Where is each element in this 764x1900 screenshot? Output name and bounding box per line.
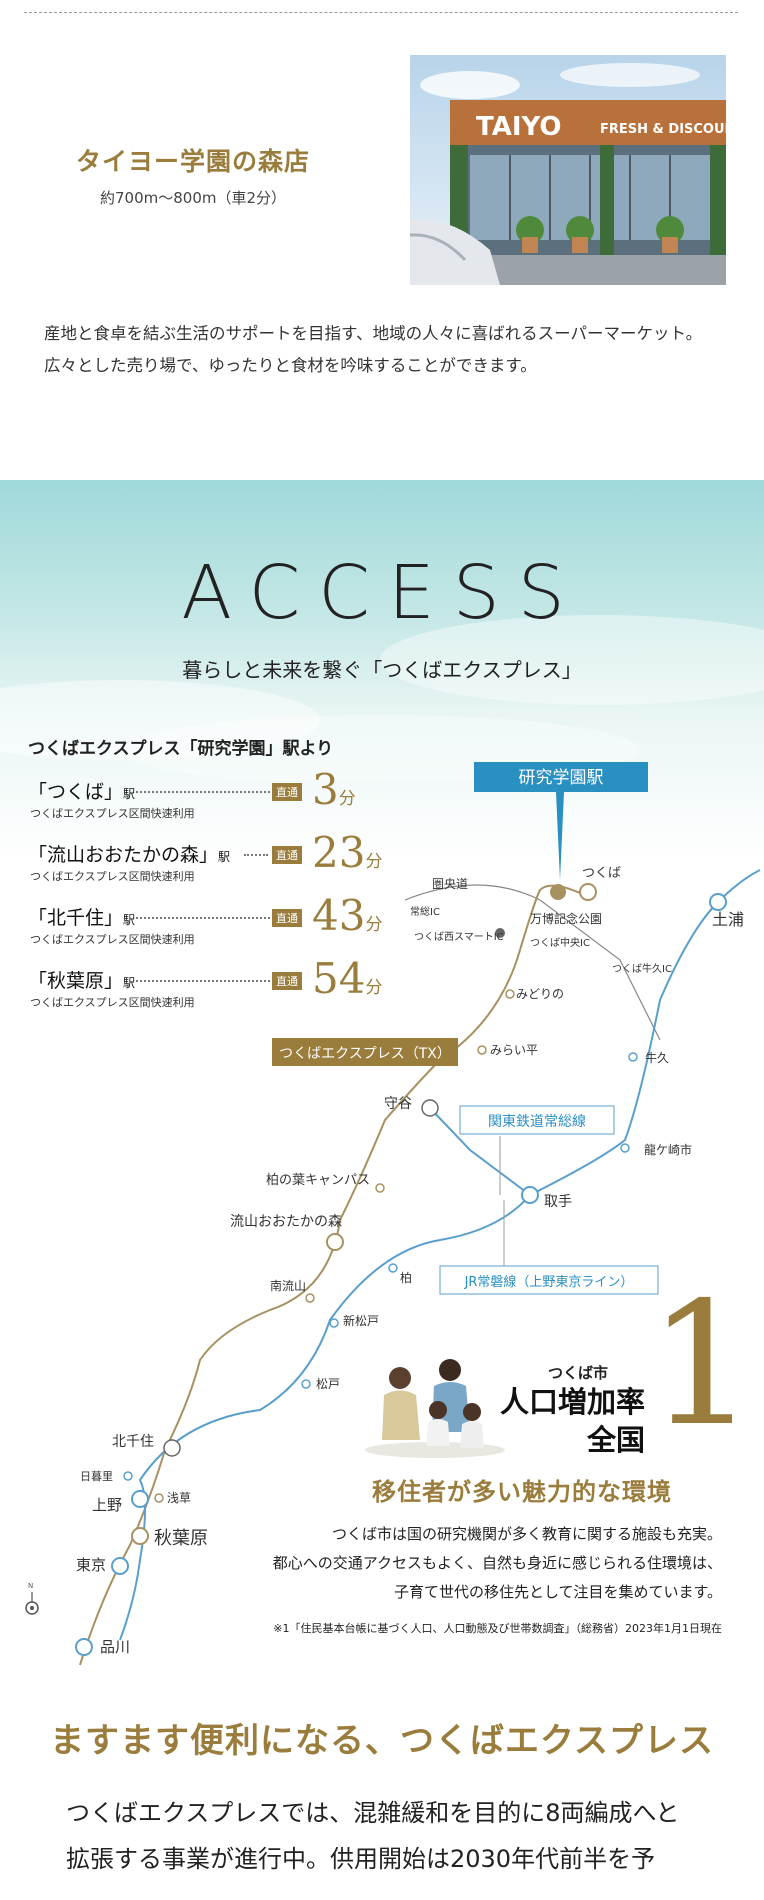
cloud-decoration bbox=[0, 615, 764, 780]
route-station: 「流山おおたかの森」 bbox=[28, 844, 219, 866]
route-minutes: 23 bbox=[312, 828, 366, 877]
svg-text:土浦: 土浦 bbox=[712, 910, 744, 929]
svg-text:品川: 品川 bbox=[100, 1638, 130, 1656]
svg-text:万博記念公園: 万博記念公園 bbox=[530, 911, 602, 926]
svg-text:東京: 東京 bbox=[76, 1556, 106, 1574]
svg-text:つくば中央IC: つくば中央IC bbox=[530, 936, 590, 949]
svg-text:上野: 上野 bbox=[92, 1496, 122, 1514]
svg-text:常総IC: 常総IC bbox=[410, 905, 440, 918]
migration-description: つくば市は国の研究機関が多く教育に関する施設も充実。 都心への交通アクセスもよく… bbox=[272, 1525, 722, 1601]
tx-description: つくばエクスプレスでは、混雑緩和を目的に8両編成へと 拡張する事業が進行中。供用… bbox=[66, 1799, 680, 1873]
route-note: つくばエクスプレス区間快速利用 bbox=[30, 870, 195, 883]
svg-text:みどりの: みどりの bbox=[516, 987, 564, 1001]
svg-text:守谷: 守谷 bbox=[384, 1096, 412, 1112]
joban-line bbox=[429, 1107, 531, 1196]
access-subtitle: 暮らしと未来を繋ぐ「つくばエクスプレス」 bbox=[182, 658, 582, 682]
svg-text:圏央道: 圏央道 bbox=[432, 877, 468, 891]
svg-text:南流山: 南流山 bbox=[270, 1278, 306, 1293]
svg-text:みらい平: みらい平 bbox=[490, 1043, 538, 1057]
direct-badge: 直通 bbox=[272, 783, 302, 801]
svg-text:TAIYO: TAIYO bbox=[476, 112, 562, 142]
svg-text:松戸: 松戸 bbox=[316, 1377, 340, 1391]
svg-text:FRESH & DISCOUNT: FRESH & DISCOUNT bbox=[600, 122, 726, 137]
svg-text:取手: 取手 bbox=[544, 1194, 572, 1210]
family-illustration bbox=[365, 1359, 505, 1458]
svg-text:浅草: 浅草 bbox=[167, 1491, 191, 1505]
svg-text:つくばエクスプレス（TX）: つくばエクスプレス（TX） bbox=[279, 1046, 451, 1062]
route-row-akihabara: 「秋葉原」駅 つくばエクスプレス区間快速利用 直通 54分 bbox=[28, 954, 383, 1009]
route-station: 「つくば」 bbox=[28, 781, 124, 803]
route-minutes: 54 bbox=[312, 954, 366, 1003]
svg-text:北千住: 北千住 bbox=[112, 1434, 154, 1450]
leader-dots bbox=[244, 854, 268, 856]
svg-text:日暮里: 日暮里 bbox=[80, 1469, 113, 1483]
svg-text:流山おおたかの森: 流山おおたかの森 bbox=[230, 1214, 342, 1230]
route-row-kitasenju: 「北千住」駅 つくばエクスプレス区間快速利用 直通 43分 bbox=[28, 891, 383, 946]
expressway-line bbox=[404, 884, 661, 1041]
svg-text:つくば牛久IC: つくば牛久IC bbox=[612, 962, 672, 975]
jr-line bbox=[119, 869, 761, 1641]
population-city: つくば市 bbox=[548, 1364, 609, 1382]
current-station-box bbox=[474, 762, 648, 792]
population-footnote: ※1「住民基本台帳に基づく人口、人口動態及び世帯数調査」（総務省）2023年1月… bbox=[273, 1622, 722, 1635]
route-minutes: 3 bbox=[312, 765, 339, 814]
leader-dots bbox=[136, 917, 286, 919]
svg-text:柏の葉キャンパス: 柏の葉キャンパス bbox=[266, 1173, 370, 1188]
direct-badge: 直通 bbox=[272, 846, 302, 864]
route-note: つくばエクスプレス区間快速利用 bbox=[30, 933, 195, 946]
route-note: つくばエクスプレス区間快速利用 bbox=[30, 807, 195, 820]
store-name: タイヨー学園の森店 bbox=[76, 147, 311, 176]
current-station-pointer bbox=[556, 792, 564, 880]
tx-headline: ますます便利になる、つくばエクスプレス bbox=[50, 1721, 714, 1761]
migration-headline: 移住者が多い魅力的な環境 bbox=[372, 1478, 672, 1506]
access-title: ACCESS bbox=[181, 550, 583, 636]
route-station: 「北千住」 bbox=[28, 907, 124, 929]
station-markers bbox=[75, 883, 727, 1656]
svg-text:龍ケ崎市: 龍ケ崎市 bbox=[644, 1142, 692, 1157]
population-title: 人口増加率 全国 bbox=[499, 1385, 645, 1457]
route-row-nagareyama: 「流山おおたかの森」駅 つくばエクスプレス区間快速利用 直通 23分 bbox=[28, 828, 383, 883]
svg-text:新松戸: 新松戸 bbox=[343, 1313, 379, 1328]
access-from-label: つくばエクスプレス「研究学園」駅より bbox=[28, 739, 334, 759]
svg-text:柏: 柏 bbox=[400, 1270, 412, 1285]
svg-text:牛久: 牛久 bbox=[645, 1050, 669, 1065]
leader-dots bbox=[136, 980, 286, 982]
route-note: つくばエクスプレス区間快速利用 bbox=[30, 996, 195, 1009]
route-row-tsukuba: 「つくば」駅 つくばエクスプレス区間快速利用 直通 3分 bbox=[28, 765, 356, 820]
direct-badge: 直通 bbox=[272, 909, 302, 927]
svg-text:N: N bbox=[28, 1582, 33, 1590]
compass-icon: N bbox=[25, 1582, 39, 1615]
svg-text:JR常磐線（上野東京ライン）: JR常磐線（上野東京ライン） bbox=[464, 1274, 634, 1290]
svg-text:秋葉原: 秋葉原 bbox=[154, 1528, 208, 1549]
svg-text:関東鉄道常総線: 関東鉄道常総線 bbox=[488, 1114, 586, 1130]
leader-dots bbox=[136, 791, 286, 793]
population-rank: 1 bbox=[648, 1266, 757, 1464]
top-divider bbox=[24, 12, 738, 13]
jr-line-label: JR常磐線（上野東京ライン） bbox=[439, 1200, 659, 1295]
store-photo: TAIYO FRESH & DISCOUNT bbox=[410, 55, 726, 285]
route-minutes: 43 bbox=[312, 891, 366, 940]
route-station: 「秋葉原」 bbox=[28, 970, 124, 992]
store-distance: 約700m〜800m（車2分） bbox=[100, 189, 287, 207]
svg-text:つくば: つくば bbox=[582, 866, 621, 881]
svg-text:つくば西スマートIC: つくば西スマートIC bbox=[414, 931, 504, 943]
access-section: ACCESS 暮らしと未来を繋ぐ「つくばエクスプレス」 つくばエクスプレス「研究… bbox=[0, 480, 764, 1660]
joban-line-label: 関東鉄道常総線 bbox=[459, 1105, 615, 1195]
store-description: 産地と食卓を結ぶ生活のサポートを目指す、地域の人々に喜ばれるスーパーマーケット。… bbox=[44, 324, 703, 375]
direct-badge: 直通 bbox=[272, 972, 302, 990]
tx-line-label: つくばエクスプレス（TX） bbox=[272, 1038, 458, 1066]
current-station-label: 研究学園駅 bbox=[519, 768, 604, 788]
